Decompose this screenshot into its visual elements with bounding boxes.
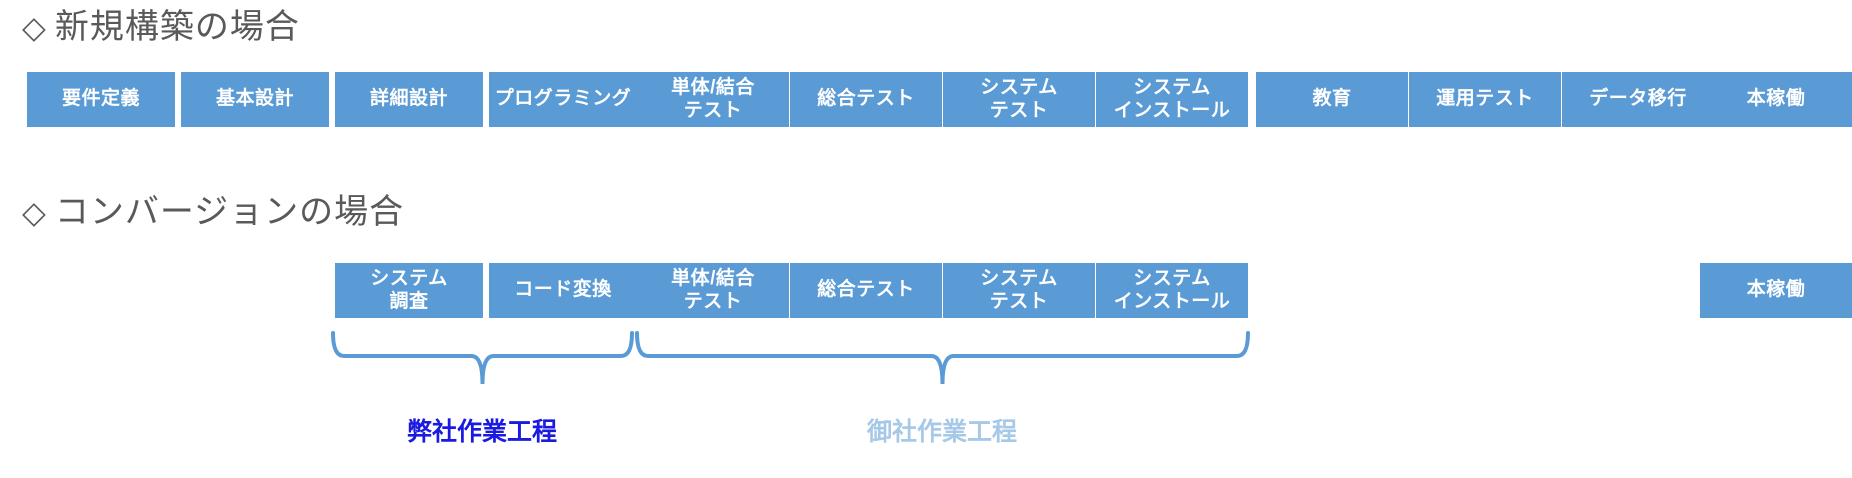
phase-box-label: コード変換 (514, 279, 612, 301)
phase-box: システム 調査 (335, 263, 483, 318)
diamond-icon: ◇ (22, 195, 47, 230)
phase-box-label: 本稼働 (1746, 88, 1806, 110)
phase-box: 単体/結合 テスト (637, 263, 789, 318)
phase-box: システム インストール (1096, 263, 1248, 318)
phase-box-label: 詳細設計 (369, 88, 448, 110)
phase-box: システム インストール (1096, 72, 1248, 127)
phase-box-label: システム テスト (980, 77, 1058, 121)
phase-box: 総合テスト (790, 263, 942, 318)
phase-box-label: プログラミング (494, 88, 632, 110)
phase-box-label: 運用テスト (1436, 88, 1534, 110)
phase-box: システム テスト (943, 263, 1095, 318)
phase-box-label: システム インストール (1113, 77, 1231, 121)
phase-box-label: 本稼働 (1746, 279, 1806, 301)
phase-box: 総合テスト (790, 72, 942, 127)
phase-box: コード変換 (489, 263, 637, 318)
phase-box: 本稼働 (1700, 263, 1852, 318)
brace-ours (331, 331, 634, 385)
phase-box-label: 総合テスト (817, 279, 915, 301)
brace-label-ours: 弊社作業工程 (406, 418, 558, 446)
phase-box-label: データ移行 (1589, 88, 1687, 110)
phase-box-label: システム テスト (980, 268, 1058, 312)
brace-label-yours: 御社作業工程 (866, 418, 1018, 446)
section-heading-text: コンバージョンの場合 (54, 193, 405, 231)
phase-box-label: システム インストール (1113, 268, 1231, 312)
brace-yours (635, 331, 1250, 385)
diamond-icon: ◇ (22, 10, 47, 45)
phase-box-label: 単体/結合 テスト (671, 77, 755, 121)
phase-box: 基本設計 (181, 72, 329, 127)
phase-box-label: システム 調査 (370, 268, 448, 312)
phase-box: 詳細設計 (335, 72, 483, 127)
section-heading-text: 新規構築の場合 (54, 8, 300, 46)
phase-box-label: 単体/結合 テスト (671, 268, 755, 312)
phase-box-label: 要件定義 (61, 88, 140, 110)
phase-box: 本稼働 (1700, 72, 1852, 127)
phase-box-label: 総合テスト (817, 88, 915, 110)
phase-box: 単体/結合 テスト (637, 72, 789, 127)
phase-box: 運用テスト (1409, 72, 1561, 127)
phase-box: データ移行 (1562, 72, 1714, 127)
section-heading-conversion: ◇コンバージョンの場合 (22, 195, 404, 229)
phase-box: 要件定義 (27, 72, 175, 127)
phase-box-label: 教育 (1312, 88, 1352, 110)
section-heading-new-build: ◇新規構築の場合 (22, 10, 300, 44)
phase-box: 教育 (1256, 72, 1408, 127)
phase-box-label: 基本設計 (215, 88, 294, 110)
phase-box: プログラミング (489, 72, 637, 127)
phase-box: システム テスト (943, 72, 1095, 127)
